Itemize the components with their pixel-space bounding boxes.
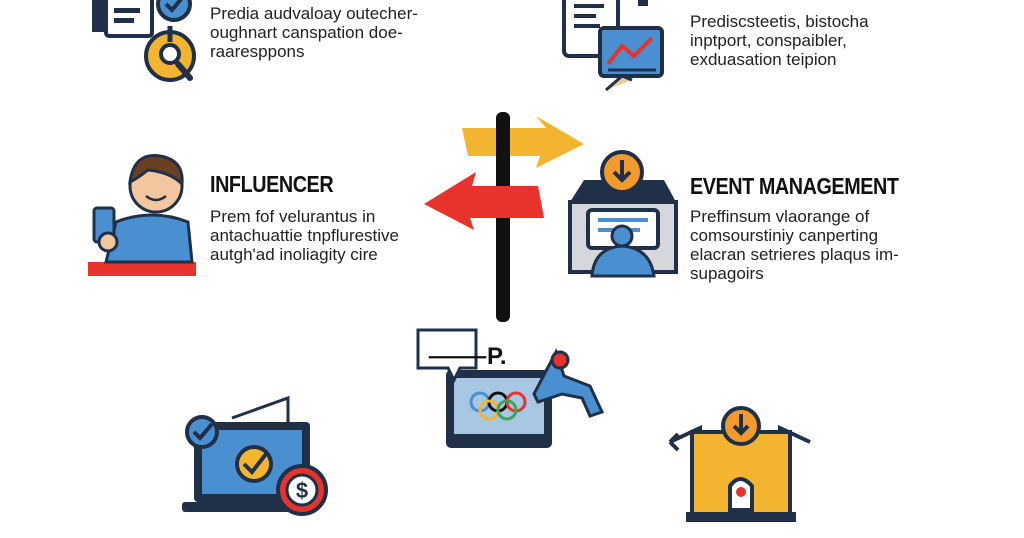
text-line: exduasation teipion [690,50,837,69]
event-title: EVENT MANAGEMENT [690,173,899,199]
text-line: inptport, conspaibler, [690,31,847,50]
top-right-text: Prediscsteetis, bistocha inptport, consp… [690,12,970,69]
text-line: comsourstiniy canperting [690,226,879,245]
speech-bubble-sign: ⸻P. [428,343,507,370]
top-left-text: Predia audvaloay outecher- oughnart cans… [210,4,470,61]
text-line: Predia audvaloay outecher- [210,4,418,23]
influencer-person-icon [88,154,196,276]
building-arrows-icon [668,406,811,522]
direction-arrows-icon [424,112,584,322]
text-line: Preffinsum vlaorange of [690,207,870,226]
text-line: oughnart canspation doe- [210,23,403,42]
text-line: autgh'ad inoliagity cire [210,245,378,264]
text-line: antachuattie tnpflurestive [210,226,400,245]
influencer-title: INFLUENCER [210,171,334,197]
text-line: supagoirs [690,264,764,283]
text-line: Prediscsteetis, bistocha [690,12,869,31]
influencer-text: Prem fof velurantus in antachuattie tnpf… [210,207,460,264]
tablet-chart-icon [562,0,664,92]
olympics-screen-icon [416,328,605,448]
svg-text:$: $ [296,478,308,503]
text-line: Prem fof velurantus in [210,207,376,226]
event-text: Preffinsum vlaorange of comsourstiniy ca… [690,207,950,283]
text-line: raaresppons [210,42,305,61]
document-check-icon [92,0,192,38]
magnifier-icon [144,26,196,82]
event-desk-icon [568,150,678,278]
laptop-check-dollar-icon: $ [182,395,328,516]
text-line: elacran setrieres plaqus im- [690,245,899,264]
